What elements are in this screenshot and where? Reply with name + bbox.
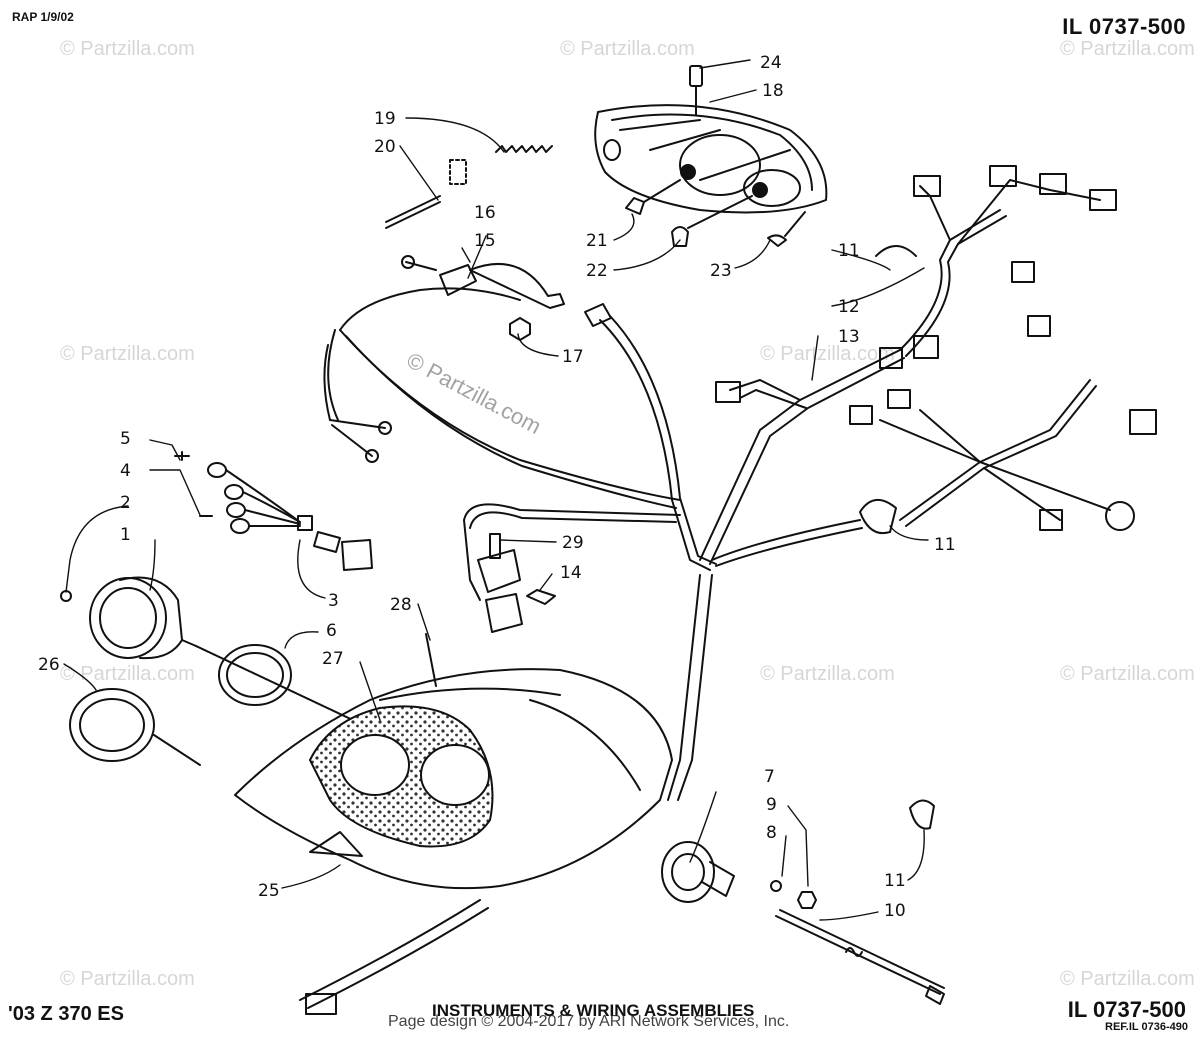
part-label-16: 16 (474, 203, 496, 223)
watermark-text: © Partzilla.com (60, 663, 195, 685)
part-label-15: 15 (474, 231, 496, 251)
leader-lines (63, 59, 929, 921)
dash-panel-shapes (234, 633, 673, 890)
part-label-8: 8 (766, 823, 777, 843)
connector-and-fuse-shapes (489, 533, 556, 605)
illustration-number-footer: IL 0737-500 (1067, 997, 1186, 1022)
diagram-title: INSTRUMENTS & WIRING ASSEMBLIES (432, 1001, 755, 1020)
part-label-10: 10 (884, 901, 906, 921)
watermark-text: © Partzilla.com (60, 38, 195, 60)
part-label-6: 6 (326, 621, 337, 641)
part-label-23: 23 (710, 261, 732, 281)
part-label-11c: 11 (884, 871, 906, 891)
part-label-9: 9 (766, 795, 777, 815)
part-label-24: 24 (760, 53, 782, 73)
gauge-shapes (60, 451, 481, 781)
part-label-21: 21 (586, 231, 608, 251)
part-label-22: 22 (586, 261, 608, 281)
spring-and-screw-shapes (385, 145, 553, 229)
center-watermark-text: © Partzilla.com (403, 347, 546, 439)
watermark-text: © Partzilla.com (560, 38, 695, 60)
watermark-text: © Partzilla.com (1060, 38, 1195, 60)
wiring-harness-shapes (323, 165, 1157, 830)
part-label-27: 27 (322, 649, 344, 669)
watermark-text: © Partzilla.com (760, 343, 895, 365)
part-label-7: 7 (764, 767, 775, 787)
part-label-26: 26 (38, 655, 60, 675)
part-label-13: 13 (838, 327, 860, 347)
bracket-shapes (401, 255, 565, 341)
part-label-20: 20 (374, 137, 396, 157)
part-labels: 1 2 3 4 5 6 7 8 9 10 11 11 11 12 13 14 1… (38, 53, 956, 921)
part-label-2: 2 (120, 493, 131, 513)
watermark-text: © Partzilla.com (60, 968, 195, 990)
tachometer-and-cable-shapes (299, 841, 945, 1015)
part-label-5: 5 (120, 429, 131, 449)
watermark-text: © Partzilla.com (1060, 663, 1195, 685)
part-label-18: 18 (762, 81, 784, 101)
part-label-28: 28 (390, 595, 412, 615)
part-label-1: 1 (120, 525, 131, 545)
watermark-text: © Partzilla.com (60, 343, 195, 365)
part-label-14: 14 (560, 563, 582, 583)
part-label-11b: 11 (934, 535, 956, 555)
headlight-assembly-shape (594, 65, 828, 214)
page-credit: Page design © 2004-2017 by ARI Network S… (388, 1013, 790, 1030)
part-label-4: 4 (120, 461, 131, 481)
part-label-12: 12 (838, 297, 860, 317)
reference-number: REF.IL 0736-490 (1105, 1021, 1188, 1033)
part-label-19: 19 (374, 109, 396, 129)
header-date: RAP 1/9/02 (12, 10, 74, 24)
part-label-25: 25 (258, 881, 280, 901)
illustration-number: IL 0737-500 (1062, 14, 1186, 39)
watermark-text: © Partzilla.com (1060, 968, 1195, 990)
part-label-17: 17 (562, 347, 584, 367)
part-label-3: 3 (328, 591, 339, 611)
watermark-text: © Partzilla.com (760, 663, 895, 685)
model-name: '03 Z 370 ES (8, 1003, 124, 1025)
part-label-29: 29 (562, 533, 584, 553)
part-label-11a: 11 (838, 241, 860, 261)
bulb-shapes (625, 179, 806, 247)
